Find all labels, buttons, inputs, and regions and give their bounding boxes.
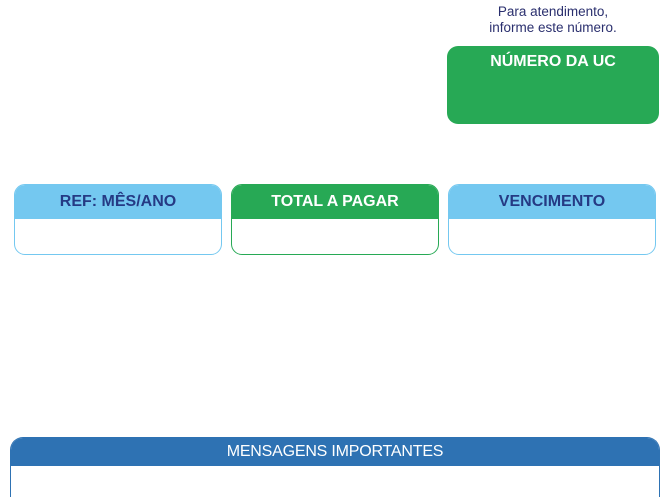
due-date-card: VENCIMENTO [448,184,656,255]
instructions-line-1: Para atendimento, [497,4,609,19]
reference-month-card: REF: MÊS/ANO [14,184,222,255]
instructions-line-2: informe este número. [489,20,617,35]
total-due-title: TOTAL A PAGAR [232,185,438,219]
reference-month-title: REF: MÊS/ANO [15,185,221,219]
service-instructions: Para atendimento, informe este número. [447,4,659,36]
due-date-title: VENCIMENTO [449,185,655,219]
important-messages-title: MENSAGENS IMPORTANTES [11,438,659,466]
due-date-value [449,219,655,254]
important-messages-panel: MENSAGENS IMPORTANTES [10,437,660,497]
total-due-card: TOTAL A PAGAR [231,184,439,255]
uc-number-title: NÚMERO DA UC [490,53,616,70]
reference-month-value [15,219,221,254]
total-due-value [232,219,438,254]
uc-number-box: NÚMERO DA UC [447,46,659,124]
